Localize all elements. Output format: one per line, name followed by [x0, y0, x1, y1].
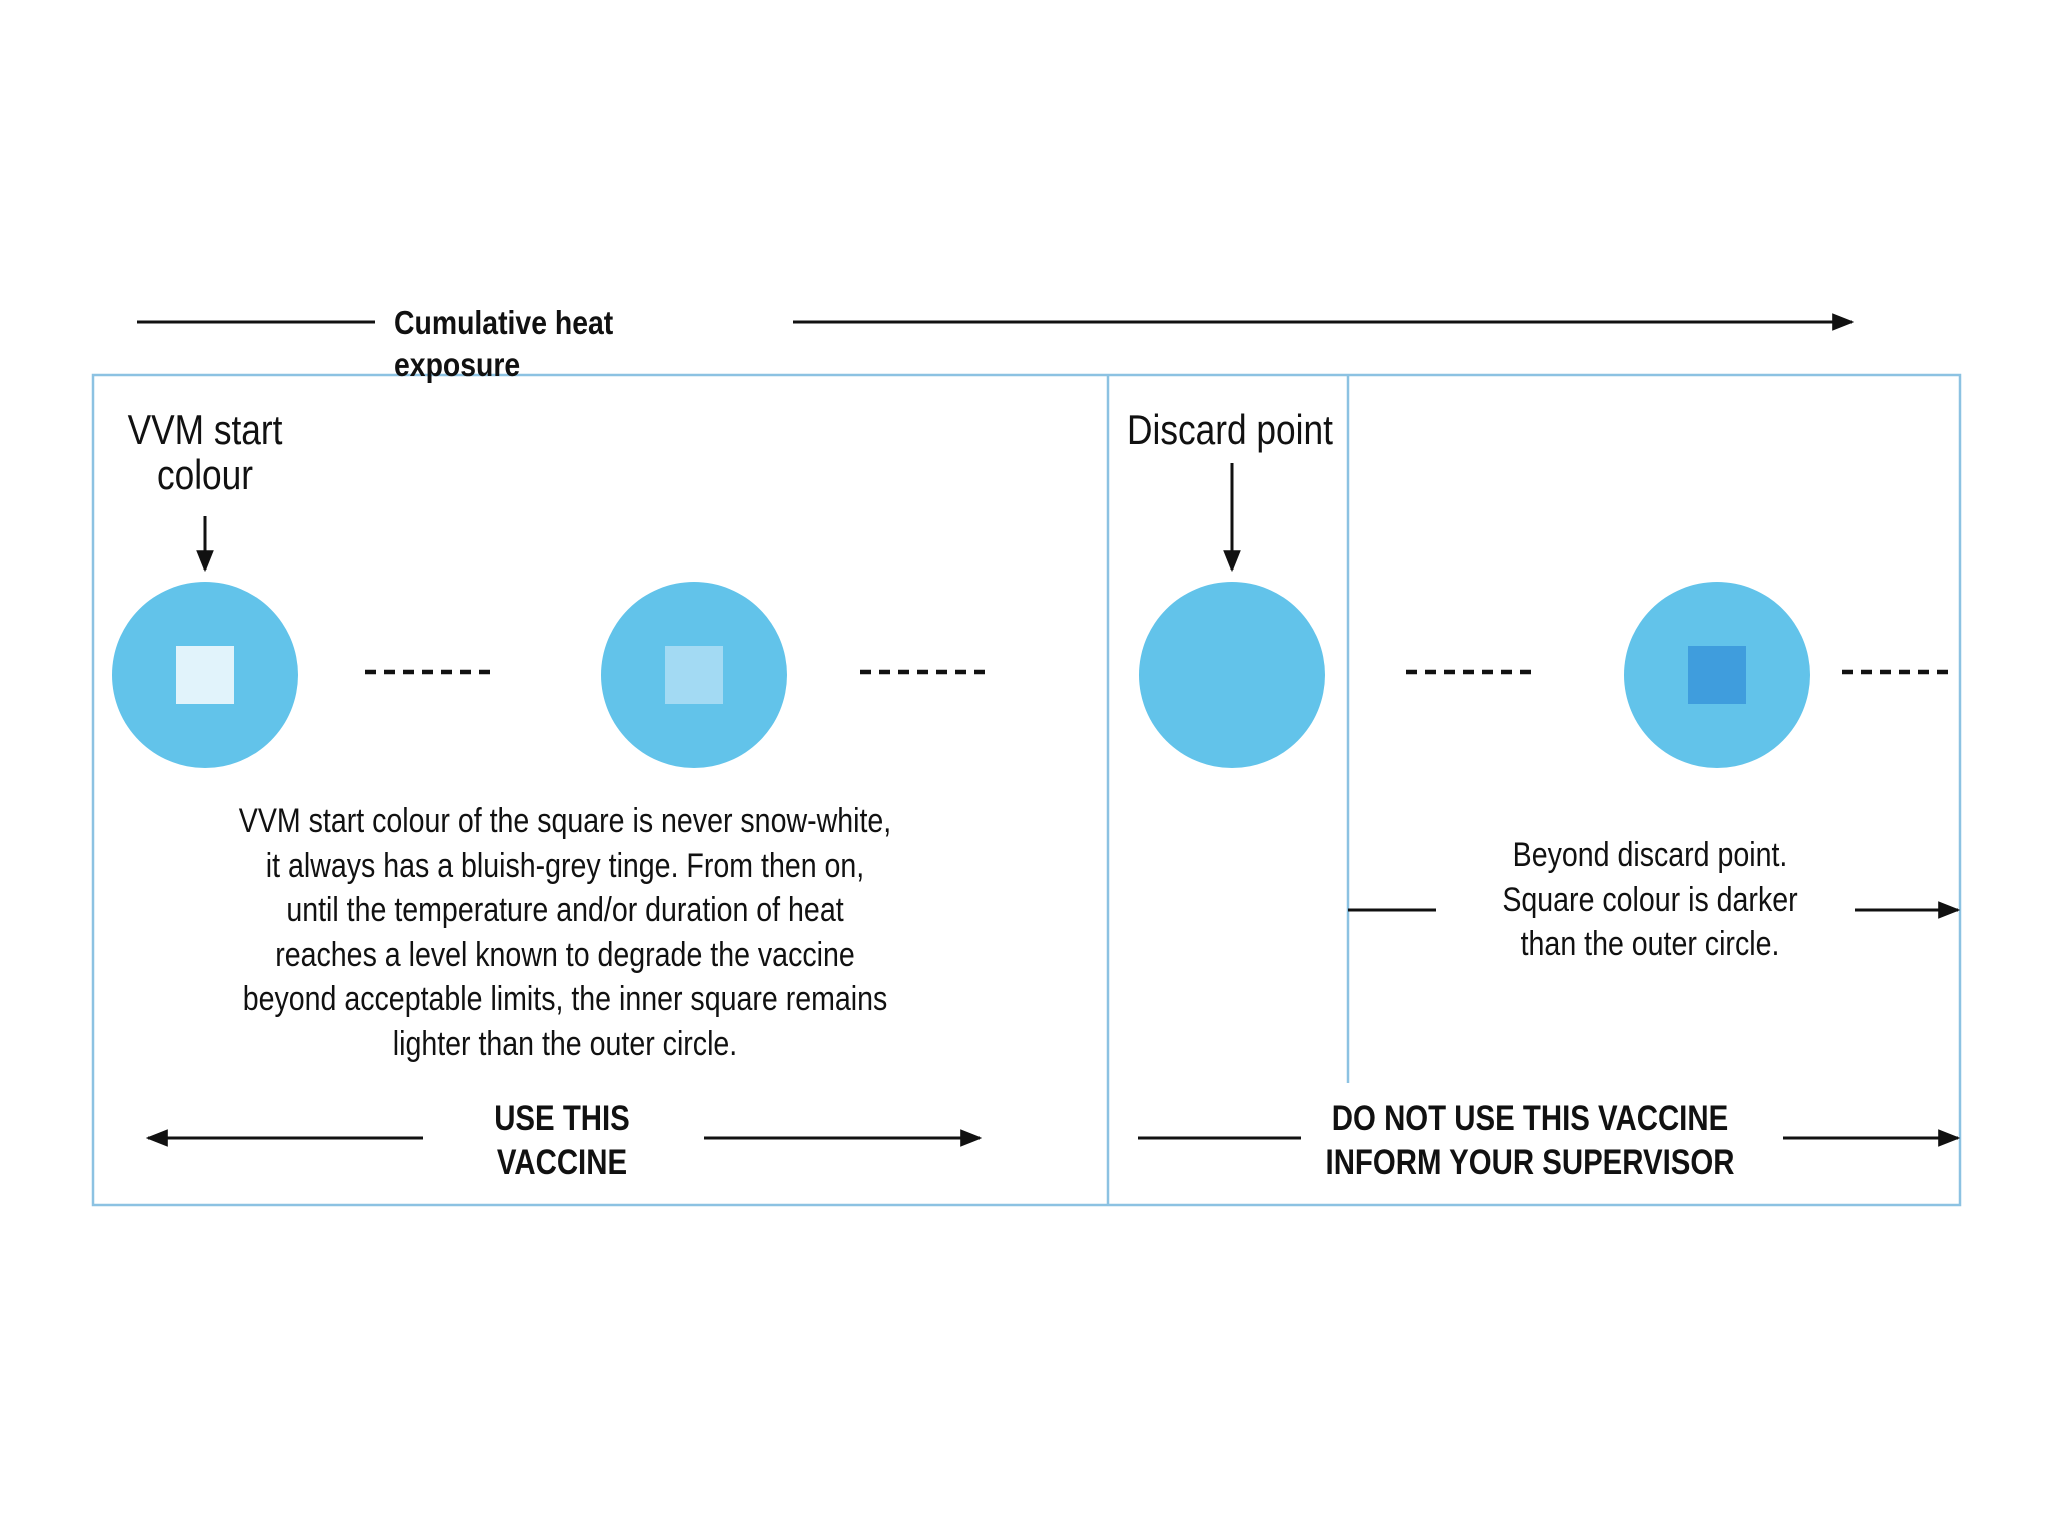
- heat-exposure-heading: Cumulative heat exposure: [394, 304, 614, 383]
- vvm-beyond-square: [1688, 646, 1746, 704]
- start-colour-description: VVM start colour of the square is never …: [238, 802, 892, 1063]
- vvm-discard-circle: [1139, 582, 1325, 768]
- use-vaccine-label: USE THIS VACCINE: [494, 1099, 630, 1183]
- discard-point-label: Discard point: [1127, 406, 1333, 453]
- vvm-start-square: [176, 646, 234, 704]
- beyond-discard-description: Beyond discard point. Square colour is d…: [1502, 836, 1798, 964]
- vvm-intermediate-square: [665, 646, 723, 704]
- do-not-use-label: DO NOT USE THIS VACCINE INFORM YOUR SUPE…: [1325, 1099, 1735, 1183]
- diagram-frame: [91, 373, 1962, 1207]
- start-colour-label: VVM start colour: [127, 406, 283, 499]
